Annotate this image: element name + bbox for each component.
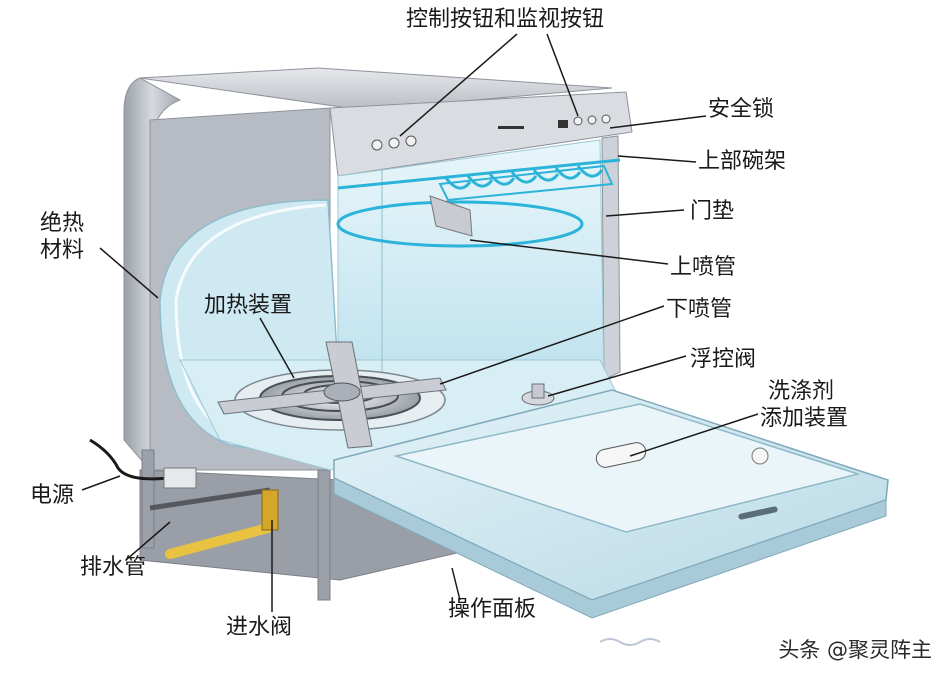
power-cable	[89, 438, 197, 489]
decorative-scribble	[599, 638, 661, 646]
label-upper-spray: 上喷管	[670, 255, 737, 280]
label-lower-spray: 下喷管	[666, 297, 733, 322]
label-control-panel: 操作面板	[448, 597, 537, 622]
label-insulation-line1: 绝热	[40, 211, 85, 236]
watermark: 头条 @聚灵阵主	[778, 638, 932, 662]
float-valve	[521, 383, 555, 406]
label-insulation: 绝热 材料	[40, 210, 84, 264]
label-controls: 控制按钮和监视按钮	[406, 7, 605, 32]
leader-lines	[81, 33, 759, 612]
label-float-valve: 浮控阀	[690, 347, 757, 372]
control-buttons	[371, 114, 611, 151]
label-detergent-line1: 洗涤剂	[768, 379, 835, 404]
label-heater: 加热装置	[204, 293, 293, 318]
label-safety-lock: 安全锁	[708, 97, 775, 122]
label-drain-pipe: 排水管	[80, 555, 147, 580]
label-detergent-line2: 添加装置	[760, 406, 849, 431]
label-upper-rack: 上部碗架	[698, 149, 787, 174]
upper-spray-arm	[336, 195, 584, 248]
upper-rack	[337, 158, 621, 202]
inlet-valve	[261, 489, 279, 531]
label-door-seal: 门垫	[690, 199, 735, 224]
label-inlet-valve: 进水阀	[226, 615, 293, 640]
label-insulation-line2: 材料	[40, 238, 85, 263]
label-power: 电源	[30, 483, 75, 508]
door-panel	[333, 389, 889, 619]
lower-spray-arm	[217, 341, 447, 449]
label-detergent-dispenser: 洗涤剂 添加装置	[760, 378, 848, 432]
